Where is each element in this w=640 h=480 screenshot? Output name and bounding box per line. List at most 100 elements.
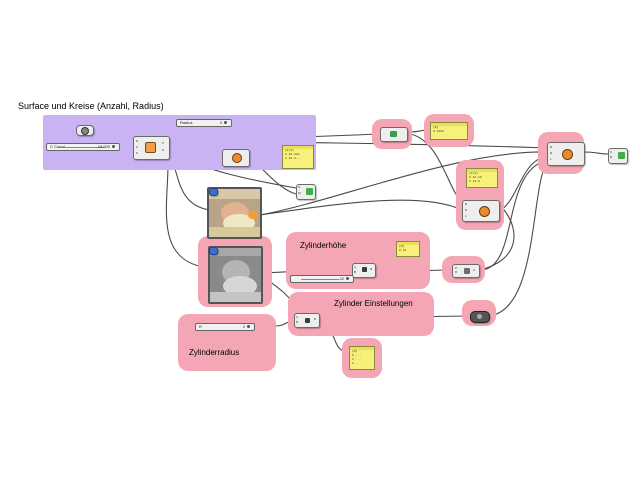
final-cylinder-component[interactable]: B R L bbox=[547, 142, 585, 166]
multiply-icon bbox=[390, 131, 397, 137]
input-port-l[interactable]: L bbox=[550, 157, 552, 161]
input-port-r[interactable]: R bbox=[550, 151, 553, 155]
panel-line: {0;0} bbox=[469, 172, 479, 175]
panel-line: 0 1481 bbox=[433, 130, 444, 133]
panel-line: {0;0} bbox=[285, 149, 295, 152]
count-slider[interactable]: C Count 19.000 bbox=[46, 143, 120, 151]
input-port-d[interactable]: D bbox=[455, 270, 458, 274]
input-port-a[interactable]: A bbox=[296, 315, 299, 319]
bottom-output-panel[interactable]: {0} 0 ... 1 ... 2 ... bbox=[349, 346, 375, 370]
relay-node[interactable] bbox=[470, 311, 490, 323]
panel-line: {0} bbox=[352, 350, 358, 353]
group-surface-kreise-title: Surface und Kreise (Anzahl, Radius) bbox=[18, 101, 164, 111]
circle-component[interactable] bbox=[222, 149, 250, 167]
unit-z-component[interactable]: P D C bbox=[452, 264, 480, 278]
relay-icon bbox=[477, 314, 482, 319]
top-output-panel[interactable]: {0} 0 1481 bbox=[430, 122, 468, 140]
radius-slider[interactable]: Radius 3 bbox=[176, 119, 232, 127]
preview-icon bbox=[306, 188, 313, 195]
image-sampler-badge[interactable] bbox=[209, 188, 218, 196]
panel-line: 1 13.9 bbox=[469, 180, 480, 183]
panel-header bbox=[397, 242, 419, 245]
input-port-g[interactable]: G bbox=[298, 185, 301, 189]
divide-curve-component[interactable]: R C S P N bbox=[133, 136, 170, 160]
input-port-r[interactable]: R bbox=[465, 208, 468, 212]
slider-knob[interactable] bbox=[112, 145, 115, 148]
image-sampler-badge[interactable] bbox=[209, 247, 218, 255]
hoehe-slider[interactable]: 42 bbox=[290, 275, 354, 283]
panel-header bbox=[350, 347, 374, 350]
input-port-b[interactable]: B bbox=[354, 270, 357, 274]
panel-line: 0 18.10 bbox=[469, 176, 482, 179]
slider-label: C Count bbox=[50, 144, 65, 149]
output-port-b[interactable]: B bbox=[610, 155, 613, 159]
slider-track[interactable] bbox=[57, 147, 105, 148]
slider-label: Radius bbox=[180, 120, 193, 125]
zylinderradius-slider[interactable]: R 2 bbox=[195, 323, 255, 331]
panel-line: {0} bbox=[399, 245, 405, 248]
slider-value: 42 bbox=[339, 276, 344, 281]
cylinder-icon bbox=[562, 149, 573, 160]
panel-header bbox=[431, 123, 467, 126]
input-port-b[interactable]: B bbox=[465, 202, 468, 206]
circle-divide-icon bbox=[145, 142, 156, 153]
hoehe-multiply-component[interactable]: A B R bbox=[352, 263, 376, 278]
panel-line: 0 ... bbox=[352, 354, 362, 357]
panel-line: 1 18.4... bbox=[285, 157, 302, 160]
einstellungen-component[interactable]: A B R bbox=[294, 313, 320, 328]
hoehe-output-panel[interactable]: {0} 0 24 bbox=[396, 241, 420, 257]
photo-image-color bbox=[207, 187, 262, 239]
right-output-panel[interactable]: {0;0} 0 18.10 1 13.9 bbox=[466, 168, 498, 188]
vector-icon bbox=[464, 268, 470, 274]
wire bbox=[487, 161, 549, 317]
preview-icon bbox=[618, 152, 625, 159]
output-port-p[interactable]: P bbox=[162, 141, 165, 145]
output-port-n[interactable]: N bbox=[162, 148, 165, 152]
panel-line: 1 ... bbox=[352, 358, 362, 361]
wire bbox=[583, 151, 609, 155]
input-port-c[interactable]: C bbox=[136, 145, 139, 149]
preview-component[interactable]: G M bbox=[296, 184, 316, 200]
group-zylinderradius-title: Zylinderradius bbox=[189, 348, 240, 357]
slider-value: 19.000 bbox=[97, 144, 110, 149]
input-port-s[interactable]: S bbox=[136, 151, 139, 155]
photo-grey-graphic bbox=[210, 248, 261, 302]
panel-line: 2 ... bbox=[352, 362, 362, 365]
geometry-icon bbox=[81, 127, 89, 135]
output-port-r[interactable]: R bbox=[370, 267, 373, 271]
panel-line: 0 15.442 bbox=[285, 153, 300, 156]
slider-label: R bbox=[199, 324, 202, 329]
slider-track[interactable] bbox=[301, 279, 339, 280]
input-port-m[interactable]: M bbox=[298, 191, 301, 195]
multiply-component[interactable] bbox=[380, 127, 408, 142]
multiply-icon bbox=[362, 267, 367, 272]
final-preview-component[interactable]: C B bbox=[608, 148, 628, 164]
panel-header bbox=[467, 169, 497, 172]
input-port-b[interactable]: B bbox=[550, 145, 553, 149]
panel-line: 0 24 bbox=[399, 249, 407, 252]
wire bbox=[259, 151, 549, 216]
input-port-p[interactable]: P bbox=[455, 266, 458, 270]
wire bbox=[479, 209, 515, 271]
multiply-icon bbox=[305, 318, 310, 323]
panel-header bbox=[283, 146, 313, 149]
output-port-r[interactable]: R bbox=[314, 317, 317, 321]
input-port-a[interactable]: A bbox=[354, 265, 357, 269]
input-port-b[interactable]: B bbox=[296, 320, 299, 324]
output-port-c[interactable]: C bbox=[610, 150, 613, 154]
slider-knob[interactable] bbox=[247, 325, 250, 328]
geometry-param-node[interactable] bbox=[76, 125, 94, 136]
slider-knob[interactable] bbox=[224, 121, 227, 124]
output-port-c[interactable]: C bbox=[473, 268, 476, 272]
photo-image-grey bbox=[208, 246, 263, 304]
cylinder-mid-component[interactable]: B R L bbox=[462, 200, 500, 222]
panel-line: {0} bbox=[433, 126, 439, 129]
circle-icon bbox=[232, 153, 242, 163]
slider-knob[interactable] bbox=[346, 277, 349, 280]
slider-value: 2 bbox=[242, 324, 245, 329]
main-output-panel[interactable]: {0;0} 0 15.442 1 18.4... bbox=[282, 145, 314, 169]
cylinder-icon bbox=[479, 206, 490, 217]
input-port-r[interactable]: R bbox=[136, 139, 139, 143]
photo-color-graphic bbox=[209, 189, 260, 237]
input-port-l[interactable]: L bbox=[465, 214, 467, 218]
